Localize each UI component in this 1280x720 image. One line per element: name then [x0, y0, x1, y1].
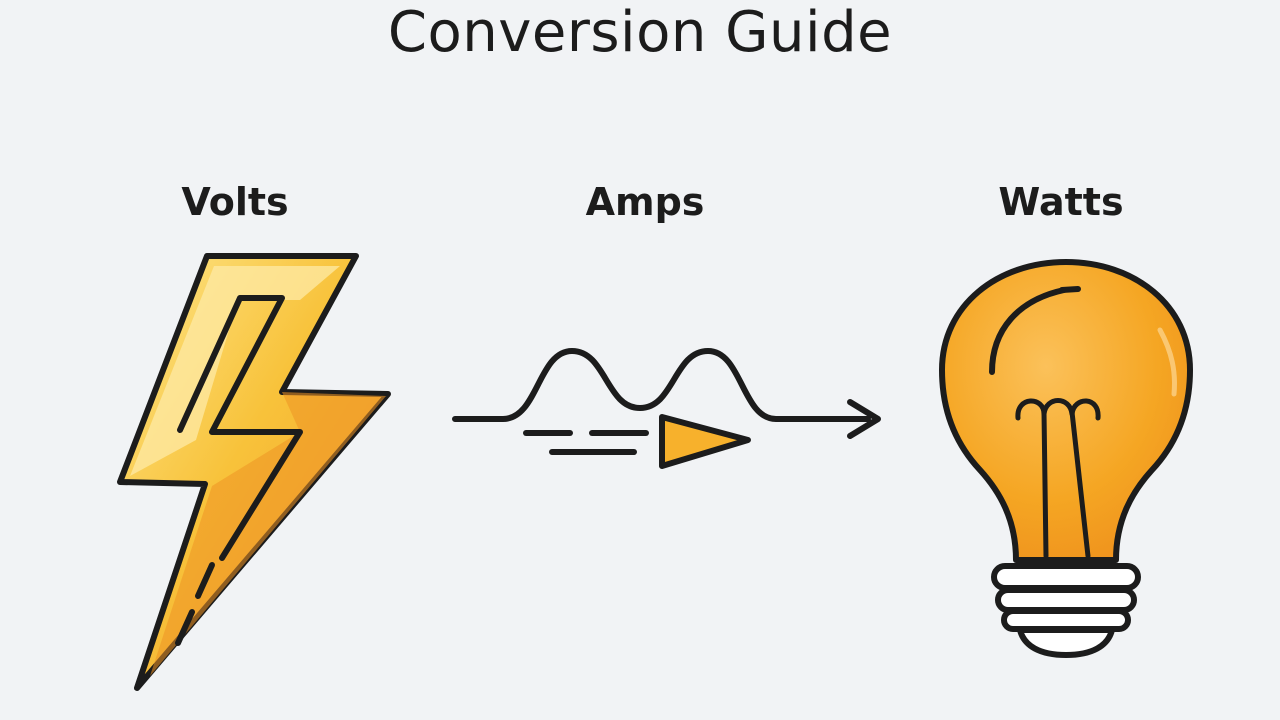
diagram-title: Conversion Guide [387, 0, 893, 65]
amps-label: Amps [585, 180, 705, 224]
volts-label: Volts [181, 180, 289, 224]
lightning-bolt-icon [117, 253, 391, 691]
watts-label: Watts [998, 180, 1124, 224]
light-bulb-icon [939, 259, 1193, 658]
current-wave-icon [452, 348, 881, 469]
